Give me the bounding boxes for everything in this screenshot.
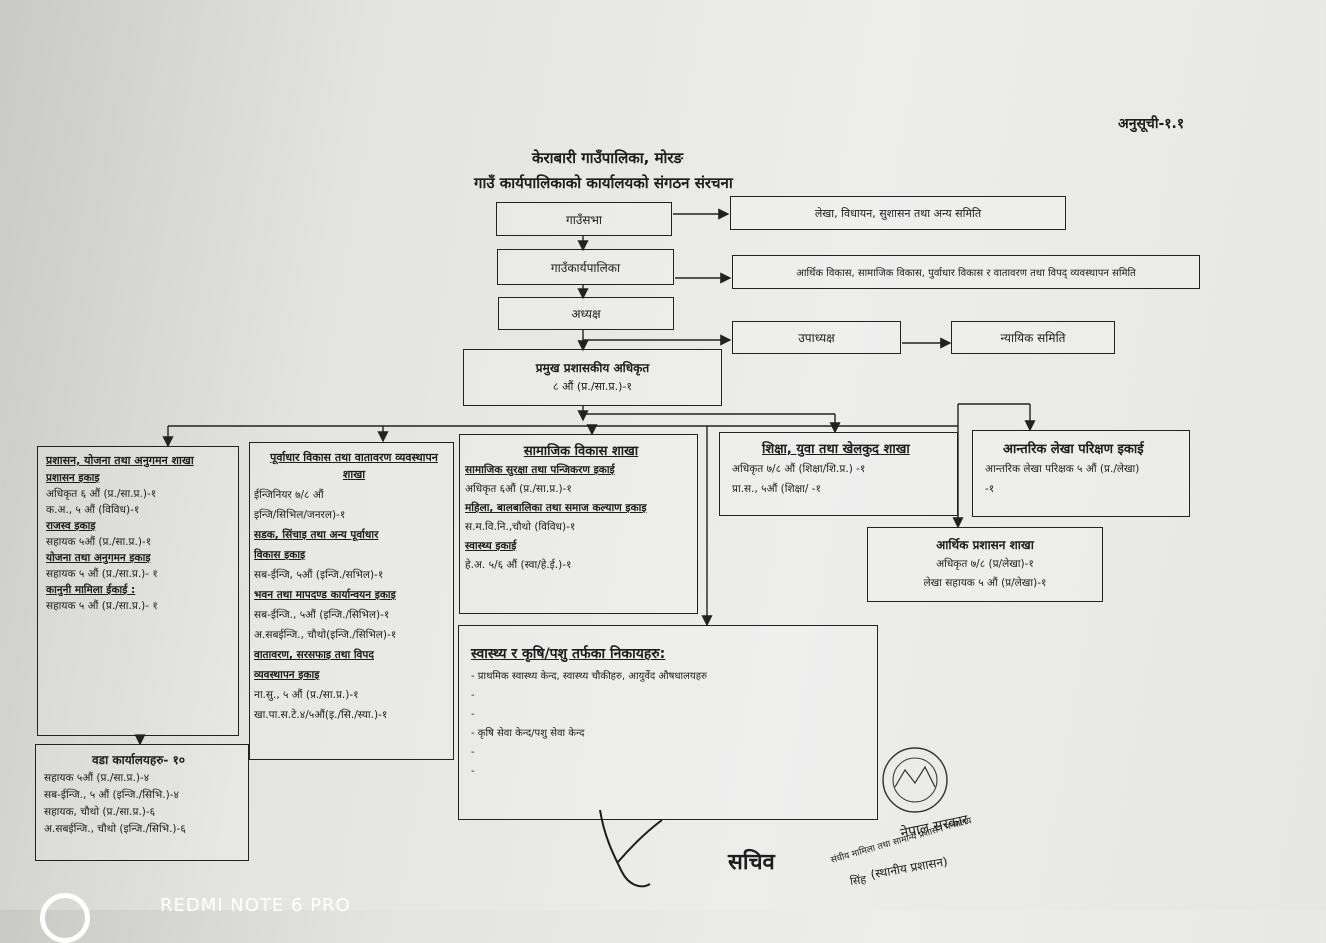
admin-line-1: अधिकृत ६ औं (प्र./सा.प्र.)-१ — [46, 488, 157, 500]
box-adhyaksha: अध्यक्ष — [498, 297, 674, 330]
infra-line-8: वातावरण, सरसफाइ तथा विपद — [254, 649, 374, 661]
social-line-3: स.म.वि.नि.,चौथो (विविध)-१ — [465, 521, 576, 533]
social-branch-lines: सामाजिक सुरक्षा तथा पन्जिकरण इकाई अधिकृत … — [465, 461, 697, 575]
ward-line-2: सहायक, चौथो (प्र./सा.प्र.)-६ — [44, 806, 156, 818]
ward-offices-lines: सहायक ५औं (प्र./सा.प्र.)-४ सब-ईन्जि., ५ औ… — [44, 770, 248, 838]
ward-line-1: सब-ईन्जि., ५ औं (इन्जि./सिभि.)-४ — [44, 789, 179, 801]
health-line-3: - कृषि सेवा केन्द/पशु सेवा केन्द — [471, 728, 585, 739]
infra-line-4: सब-ईन्जि, ५औं (इन्जि./सभिल)-१ — [254, 569, 384, 581]
box-chief-admin-officer: प्रमुख प्रशासकीय अधिकृत ८ औं (प्र./सा.प्… — [463, 349, 722, 406]
box-karyapalika-committees: आर्थिक विकास, सामाजिक विकास, पुर्वाधार व… — [732, 255, 1200, 289]
infra-line-7: अ.सबईन्जि., चौथो(इन्जि./सिभिल)-१ — [254, 629, 397, 641]
page-subtitle: गाउँ कार्यपालिकाको कार्यालयको संगठन संरच… — [474, 174, 733, 192]
health-line-1: - — [471, 690, 475, 701]
edu-line-0: अधिकृत ७/८ औं (शिक्षा/शि.प्र.) -१ — [732, 463, 866, 475]
admin-line-8: सहायक ५ औं (प्र./सा.प्र.)- १ — [46, 568, 158, 580]
social-branch-heading: सामाजिक विकास शाखा — [523, 444, 639, 459]
audit-line-1: -१ — [985, 483, 995, 495]
education-branch-heading: शिक्षा, युवा तथा खेलकुद शाखा — [762, 442, 910, 457]
box-upadhyaksha: उपाध्यक्ष — [732, 321, 901, 354]
health-line-2: - — [471, 709, 475, 720]
admin-line-2: क.अ., ५ औं (विविध)-१ — [46, 504, 140, 516]
box-gaunsabha-committees: लेखा, विधायन, सुशासन तथा अन्य समिति — [730, 196, 1066, 230]
social-line-5: हे.अ. ५/६ औं (स्वा/हे.ई.)-१ — [465, 559, 572, 571]
box-internal-audit-unit: आन्तरिक लेखा परिक्षण इकाई आन्तरिक लेखा प… — [972, 430, 1190, 517]
official-stamp: नेपाल सरकार संघीय मामिला तथा सामान्य प्र… — [830, 745, 1010, 895]
box-health-agriculture-bodies: स्वास्थ्य र कृषि/पशु तर्फका निकायहरु: - … — [458, 625, 878, 820]
health-line-0: - प्राथमिक स्वास्थ्य केन्द, स्वास्थ्य चौ… — [471, 671, 708, 682]
cao-post: ८ औं (प्र./सा.प्र.)-१ — [552, 380, 633, 393]
camera-logo-icon — [40, 893, 90, 943]
audit-line-0: आन्तरिक लेखा परिक्षक ५ औं (प्र./लेखा) — [985, 463, 1140, 475]
infra-line-11: खा.पा.स.टे.४/५औं(इ./सि./स्या.)-१ — [254, 709, 388, 721]
cao-title: प्रमुख प्रशासकीय अधिकृत — [535, 361, 650, 375]
audit-unit-heading: आन्तरिक लेखा परिक्षण इकाई — [1003, 442, 1144, 457]
connector-lines — [134, 208, 1036, 746]
annex-label: अनुसूची-१.१ — [1118, 116, 1185, 132]
signature-label: सचिव — [728, 850, 775, 875]
social-line-2: महिला, बालबालिका तथा समाज कल्याण इकाइ — [465, 502, 647, 514]
infra-branch-heading: पूर्वाधार विकास तथा वातावरण व्यवस्थापन श… — [270, 451, 438, 481]
infra-line-6: सब-ईन्जि., ५औं (इन्जि./सिभिल)-१ — [254, 609, 390, 621]
ward-line-3: अ.सबईन्जि., चौथो (इन्जि./सिभि.)-६ — [44, 823, 186, 835]
finance-line-1: लेखा सहायक ५ औं (प्र/लेखा)-१ — [923, 577, 1047, 589]
page-title: केराबारी गाउँपालिका, मोरङ — [532, 149, 684, 167]
box-gaunsabha: गाउँसभा — [496, 202, 672, 236]
social-line-4: स्वास्थ्य इकाई — [465, 540, 517, 552]
box-finance-branch: आर्थिक प्रशासन शाखा अधिकृत ७/८ (प्र/लेखा… — [867, 527, 1103, 602]
social-line-1: अधिकृत ६औं (प्र./सा.प्र.)-१ — [465, 483, 572, 495]
finance-line-0: अधिकृत ७/८ (प्र/लेखा)-१ — [936, 558, 1034, 570]
admin-line-5: राजस्व इकाइ — [46, 520, 96, 532]
box-ward-offices: वडा कार्यालयहरु- १० सहायक ५औं (प्र./सा.प… — [35, 744, 249, 861]
education-branch-lines: अधिकृत ७/८ औं (शिक्षा/शि.प्र.) -१ प्रा.स.… — [732, 459, 957, 499]
infra-line-9: व्यवस्थापन इकाइ — [254, 669, 320, 681]
box-karyapalika: गाउँकार्यपालिका — [497, 249, 674, 285]
admin-branch-heading: प्रशासन, योजना तथा अनुगमन शाखा — [46, 454, 194, 467]
box-admin-planning-branch: प्रशासन, योजना तथा अनुगमन शाखा प्रशासन इ… — [37, 446, 239, 736]
infra-line-10: ना.सु., ५ औं (प्र./सा.प्र.)-१ — [254, 689, 359, 701]
admin-line-0: प्रशासन इकाइ — [46, 472, 100, 484]
admin-line-6: सहायक ५औं (प्र./सा.प्र.)-१ — [46, 536, 152, 548]
social-line-0: सामाजिक सुरक्षा तथा पन्जिकरण इकाई — [465, 464, 615, 476]
camera-watermark: REDMI NOTE 6 PRO — [160, 895, 351, 916]
health-line-4: - — [471, 747, 475, 758]
infra-line-3: विकास इकाइ — [254, 549, 306, 561]
finance-branch-lines: अधिकृत ७/८ (प्र/लेखा)-१ लेखा सहायक ५ औं (… — [868, 555, 1102, 593]
admin-line-10: सहायक ५ औं (प्र./सा.प्र.)- १ — [46, 600, 158, 612]
ward-offices-heading: वडा कार्यालयहरु- १० — [92, 753, 186, 767]
edu-line-1: प्रा.स., ५औं (शिक्षा/ -१ — [732, 483, 821, 495]
health-agri-lines: - प्राथमिक स्वास्थ्य केन्द, स्वास्थ्य चौ… — [471, 667, 877, 781]
infra-line-5: भवन तथा मापदण्ड कार्यान्वयन इकाइ — [254, 589, 396, 601]
infra-line-1: इन्जि/सिभिल/जनरल)-१ — [254, 509, 346, 521]
infra-line-0: ईन्जिनियर ७/८ औं — [254, 489, 324, 501]
signature-mark — [599, 809, 663, 888]
ward-line-0: सहायक ५औं (प्र./सा.प्र.)-४ — [44, 772, 150, 784]
infra-line-2: सडक, सिंचाइ तथा अन्य पूर्वाधार — [254, 529, 379, 541]
infra-branch-lines: ईन्जिनियर ७/८ औं इन्जि/सिभिल/जनरल)-१ सडक, … — [254, 485, 453, 725]
box-infrastructure-branch: पूर्वाधार विकास तथा वातावरण व्यवस्थापन श… — [249, 442, 454, 760]
health-agri-heading: स्वास्थ्य र कृषि/पशु तर्फका निकायहरु: — [471, 646, 666, 662]
admin-line-9: कानुनी मामिला ईकाई : — [46, 584, 136, 596]
box-social-development-branch: सामाजिक विकास शाखा सामाजिक सुरक्षा तथा प… — [459, 434, 698, 614]
box-nyayik-samiti: न्यायिक समिति — [951, 321, 1115, 354]
audit-unit-lines: आन्तरिक लेखा परिक्षक ५ औं (प्र./लेखा) -१ — [985, 459, 1189, 499]
health-line-5: - — [471, 766, 475, 777]
finance-branch-heading: आर्थिक प्रशासन शाखा — [936, 538, 1034, 552]
stamp-emblem-icon — [882, 747, 948, 813]
admin-branch-lines: प्रशासन इकाइ अधिकृत ६ औं (प्र./सा.प्र.)-१… — [46, 470, 238, 614]
admin-line-7: योजना तथा अनुगमन इकाइ — [46, 552, 151, 564]
box-education-branch: शिक्षा, युवा तथा खेलकुद शाखा अधिकृत ७/८ … — [719, 432, 958, 516]
